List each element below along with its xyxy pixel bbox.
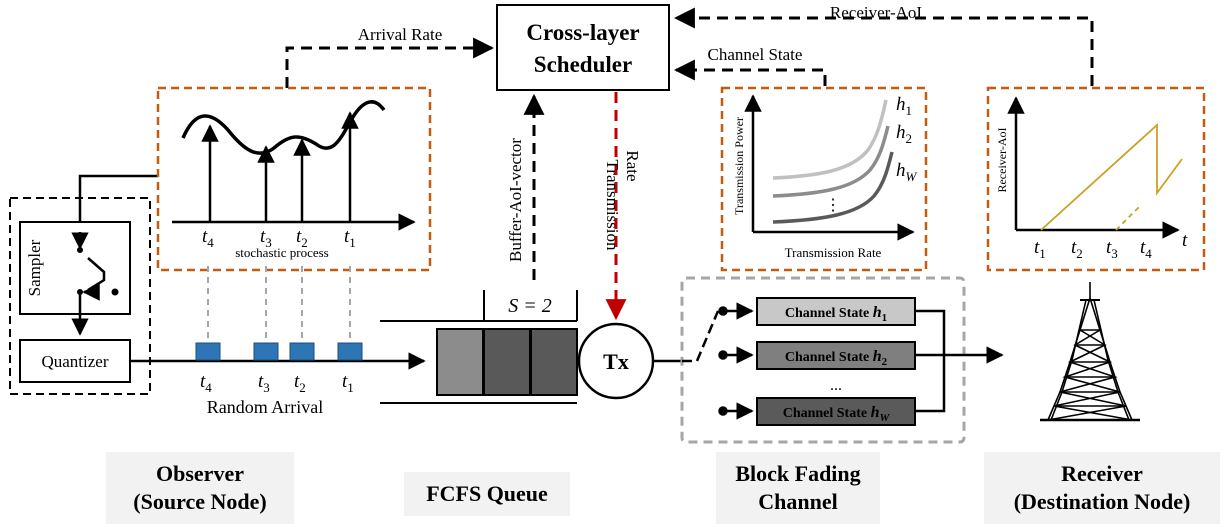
power-plot-xlabel: Transmission Rate [785, 245, 882, 260]
receiver-aoi-link: Receiver-AoI [673, 3, 1094, 86]
aoi-tick-t2: t2 [1071, 237, 1083, 261]
curve-label-hw: hW [896, 160, 918, 184]
packet [195, 342, 221, 361]
observer-caption: Observer (Source Node) [106, 452, 294, 524]
queue-slot [530, 328, 578, 396]
channel-state-label: Channel State [708, 45, 803, 64]
process-tick-t4: t4 [202, 226, 214, 250]
observer-node: Sampler Quantizer [9, 174, 158, 395]
arrival-rate-link: Arrival Rate [285, 25, 495, 88]
svg-text:Channel State hW: Channel State hW [783, 404, 891, 424]
channel-state-2: Channel State h2 [756, 341, 916, 370]
buffer-aoi-link: Buffer-AoI-vector [506, 93, 545, 280]
curve-ellipsis: ⋮ [825, 197, 841, 214]
receiver-caption-line2: (Destination Node) [1013, 489, 1191, 514]
curve-hw [772, 151, 894, 224]
receiver-tower-icon [1040, 282, 1140, 422]
transmission-rate-link: Transmission Rate [603, 92, 642, 321]
channel-ellipsis: ... [830, 377, 842, 394]
channel-state-link: Channel State [673, 45, 827, 86]
receiver-caption-line1: Receiver [1061, 461, 1143, 486]
channel-state-w: Channel State hW [756, 397, 916, 426]
arrival-tick-t3: t3 [258, 371, 270, 395]
process-tick-t3: t3 [260, 226, 272, 250]
aoi-plot-xvar: t [1182, 230, 1188, 251]
queue-slot [483, 328, 531, 396]
arrival-tick-t1: t1 [342, 371, 354, 395]
svg-text:Channel State h2: Channel State h2 [785, 348, 888, 368]
transmission-rate-label-line2: Rate [623, 150, 642, 181]
scheduler: Cross-layer Scheduler [496, 4, 670, 91]
stochastic-process-panel: t4 t3 t2 t1 stochastic process [156, 86, 432, 272]
arrival-tick-t4: t4 [200, 371, 212, 395]
tx-label: Tx [603, 349, 629, 374]
curve-label-h1: h1 [896, 94, 912, 118]
queue-slot [436, 328, 484, 396]
scheduler-title-line2: Scheduler [534, 52, 632, 77]
aoi-tick-t3: t3 [1106, 237, 1118, 261]
block-fading-channel: Channel State h1 Channel State h2 ... Ch… [680, 276, 1004, 444]
transmitter: Tx [577, 322, 682, 400]
queue-capacity-label: S = 2 [508, 295, 552, 317]
channel-caption-line1: Block Fading [735, 461, 861, 486]
transmission-rate-label-line1: Transmission [603, 159, 622, 251]
arrival-tick-t2: t2 [294, 371, 306, 395]
receiver-aoi-label: Receiver-AoI [830, 3, 923, 22]
receiver-caption: Receiver (Destination Node) [984, 452, 1220, 524]
aoi-tick-t1: t1 [1034, 237, 1046, 261]
process-tick-t1: t1 [344, 226, 356, 250]
channel-state-1: Channel State h1 [756, 297, 916, 326]
observer-caption-line1: Observer [156, 461, 244, 486]
packet [289, 342, 315, 361]
quantizer-label: Quantizer [41, 352, 108, 371]
process-curve [181, 100, 386, 155]
arrival-rate-label: Arrival Rate [358, 25, 443, 44]
stochastic-process-label: stochastic process [235, 245, 329, 260]
power-rate-plot: Transmission Power Transmission Rate ⋮ h… [720, 86, 928, 272]
aoi-sawtooth [1040, 122, 1183, 231]
buffer-aoi-label: Buffer-AoI-vector [506, 138, 525, 262]
receiver-aoi-plot: Receiver-AoI t t1 t2 t3 t4 [986, 86, 1206, 272]
sample-arrows [201, 111, 359, 222]
aoi-plot-ylabel: Receiver-AoI [995, 127, 1009, 192]
sampler-label: Sampler [25, 239, 44, 296]
curve-label-h2: h2 [896, 122, 912, 146]
curve-h1 [772, 99, 888, 180]
aoi-tick-t4: t4 [1140, 237, 1152, 261]
packet [337, 342, 363, 361]
arrival-guides [207, 266, 351, 340]
channel-caption-line2: Channel [758, 489, 838, 514]
scheduler-title-line1: Cross-layer [526, 20, 639, 45]
process-tick-t2: t2 [296, 226, 308, 250]
observer-caption-line2: (Source Node) [133, 489, 267, 514]
random-arrival: t4 t3 t2 t1 Random Arrival [130, 342, 426, 417]
power-plot-ylabel: Transmission Power [732, 117, 746, 215]
fcfs-queue: S = 2 [380, 290, 578, 404]
random-arrival-label: Random Arrival [207, 397, 323, 417]
queue-caption-text: FCFS Queue [426, 481, 548, 506]
queue-caption: FCFS Queue [404, 472, 570, 516]
svg-text:Channel State h1: Channel State h1 [785, 304, 887, 324]
packet [253, 342, 279, 361]
curve-h2 [772, 125, 890, 198]
